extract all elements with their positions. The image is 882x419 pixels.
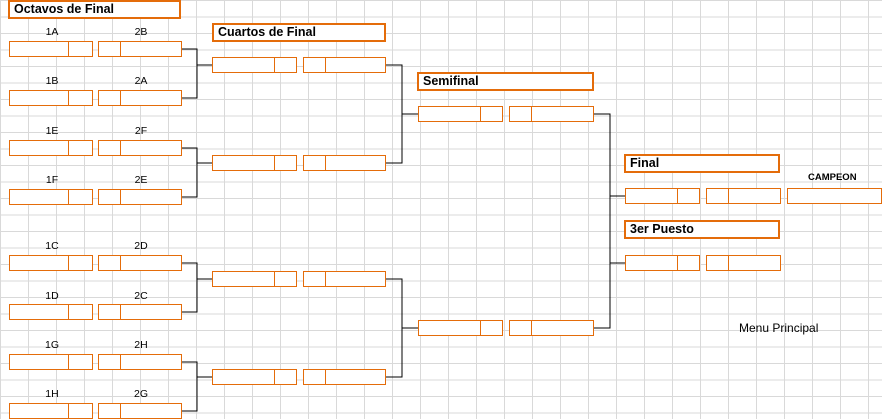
team-label-1E: 1E (45, 125, 59, 137)
team-label-1B: 1B (45, 75, 59, 87)
main-menu-link[interactable]: Menu Principal (739, 321, 819, 335)
r16-match2-away-slot[interactable] (98, 90, 182, 106)
r16-match3-home-slot[interactable] (9, 140, 93, 156)
team-label-2G: 2G (133, 388, 148, 400)
team-label-2B: 2B (134, 26, 148, 38)
team-label-2F: 2F (134, 125, 148, 137)
team-label-2A: 2A (134, 75, 148, 87)
team-label-2H: 2H (134, 339, 148, 351)
r16-match1-away-slot[interactable] (98, 41, 182, 57)
r16-match2-home-slot[interactable] (9, 90, 93, 106)
r16-match5-away-slot[interactable] (98, 255, 182, 271)
qf-match1-away-slot[interactable] (303, 57, 386, 73)
final-title: Final (624, 154, 780, 173)
third-place-title: 3er Puesto (624, 220, 780, 239)
qf-match3-away-slot[interactable] (303, 271, 386, 287)
team-label-1H: 1H (45, 388, 59, 400)
r16-match5-home-slot[interactable] (9, 255, 93, 271)
r16-match3-away-slot[interactable] (98, 140, 182, 156)
final-away-slot[interactable] (706, 188, 781, 204)
sf-match1-home-slot[interactable] (418, 106, 503, 122)
qf-match2-home-slot[interactable] (212, 155, 297, 171)
sf-match1-away-slot[interactable] (509, 106, 594, 122)
qf-match2-away-slot[interactable] (303, 155, 386, 171)
qf-match1-home-slot[interactable] (212, 57, 297, 73)
team-label-2E: 2E (134, 174, 148, 186)
team-label-1F: 1F (45, 174, 59, 186)
team-label-2D: 2D (134, 240, 148, 252)
sf-match2-home-slot[interactable] (418, 320, 503, 336)
team-label-1G: 1G (44, 339, 59, 351)
round-of-16-title: Octavos de Final (8, 0, 181, 19)
team-label-1D: 1D (45, 290, 59, 302)
champion-label: CAMPEON (808, 172, 857, 183)
sf-match2-away-slot[interactable] (509, 320, 594, 336)
team-label-1C: 1C (45, 240, 59, 252)
qf-match4-away-slot[interactable] (303, 369, 386, 385)
third-place-home-slot[interactable] (625, 255, 700, 271)
final-home-slot[interactable] (625, 188, 700, 204)
r16-match6-away-slot[interactable] (98, 304, 182, 320)
r16-match7-home-slot[interactable] (9, 354, 93, 370)
semifinal-title: Semifinal (417, 72, 594, 91)
team-label-1A: 1A (45, 26, 59, 38)
r16-match4-away-slot[interactable] (98, 189, 182, 205)
third-place-away-slot[interactable] (706, 255, 781, 271)
r16-match1-home-slot[interactable] (9, 41, 93, 57)
r16-match4-home-slot[interactable] (9, 189, 93, 205)
qf-match4-home-slot[interactable] (212, 369, 297, 385)
quarterfinals-title: Cuartos de Final (212, 23, 386, 42)
qf-match3-home-slot[interactable] (212, 271, 297, 287)
r16-match6-home-slot[interactable] (9, 304, 93, 320)
team-label-2C: 2C (134, 290, 148, 302)
r16-match7-away-slot[interactable] (98, 354, 182, 370)
